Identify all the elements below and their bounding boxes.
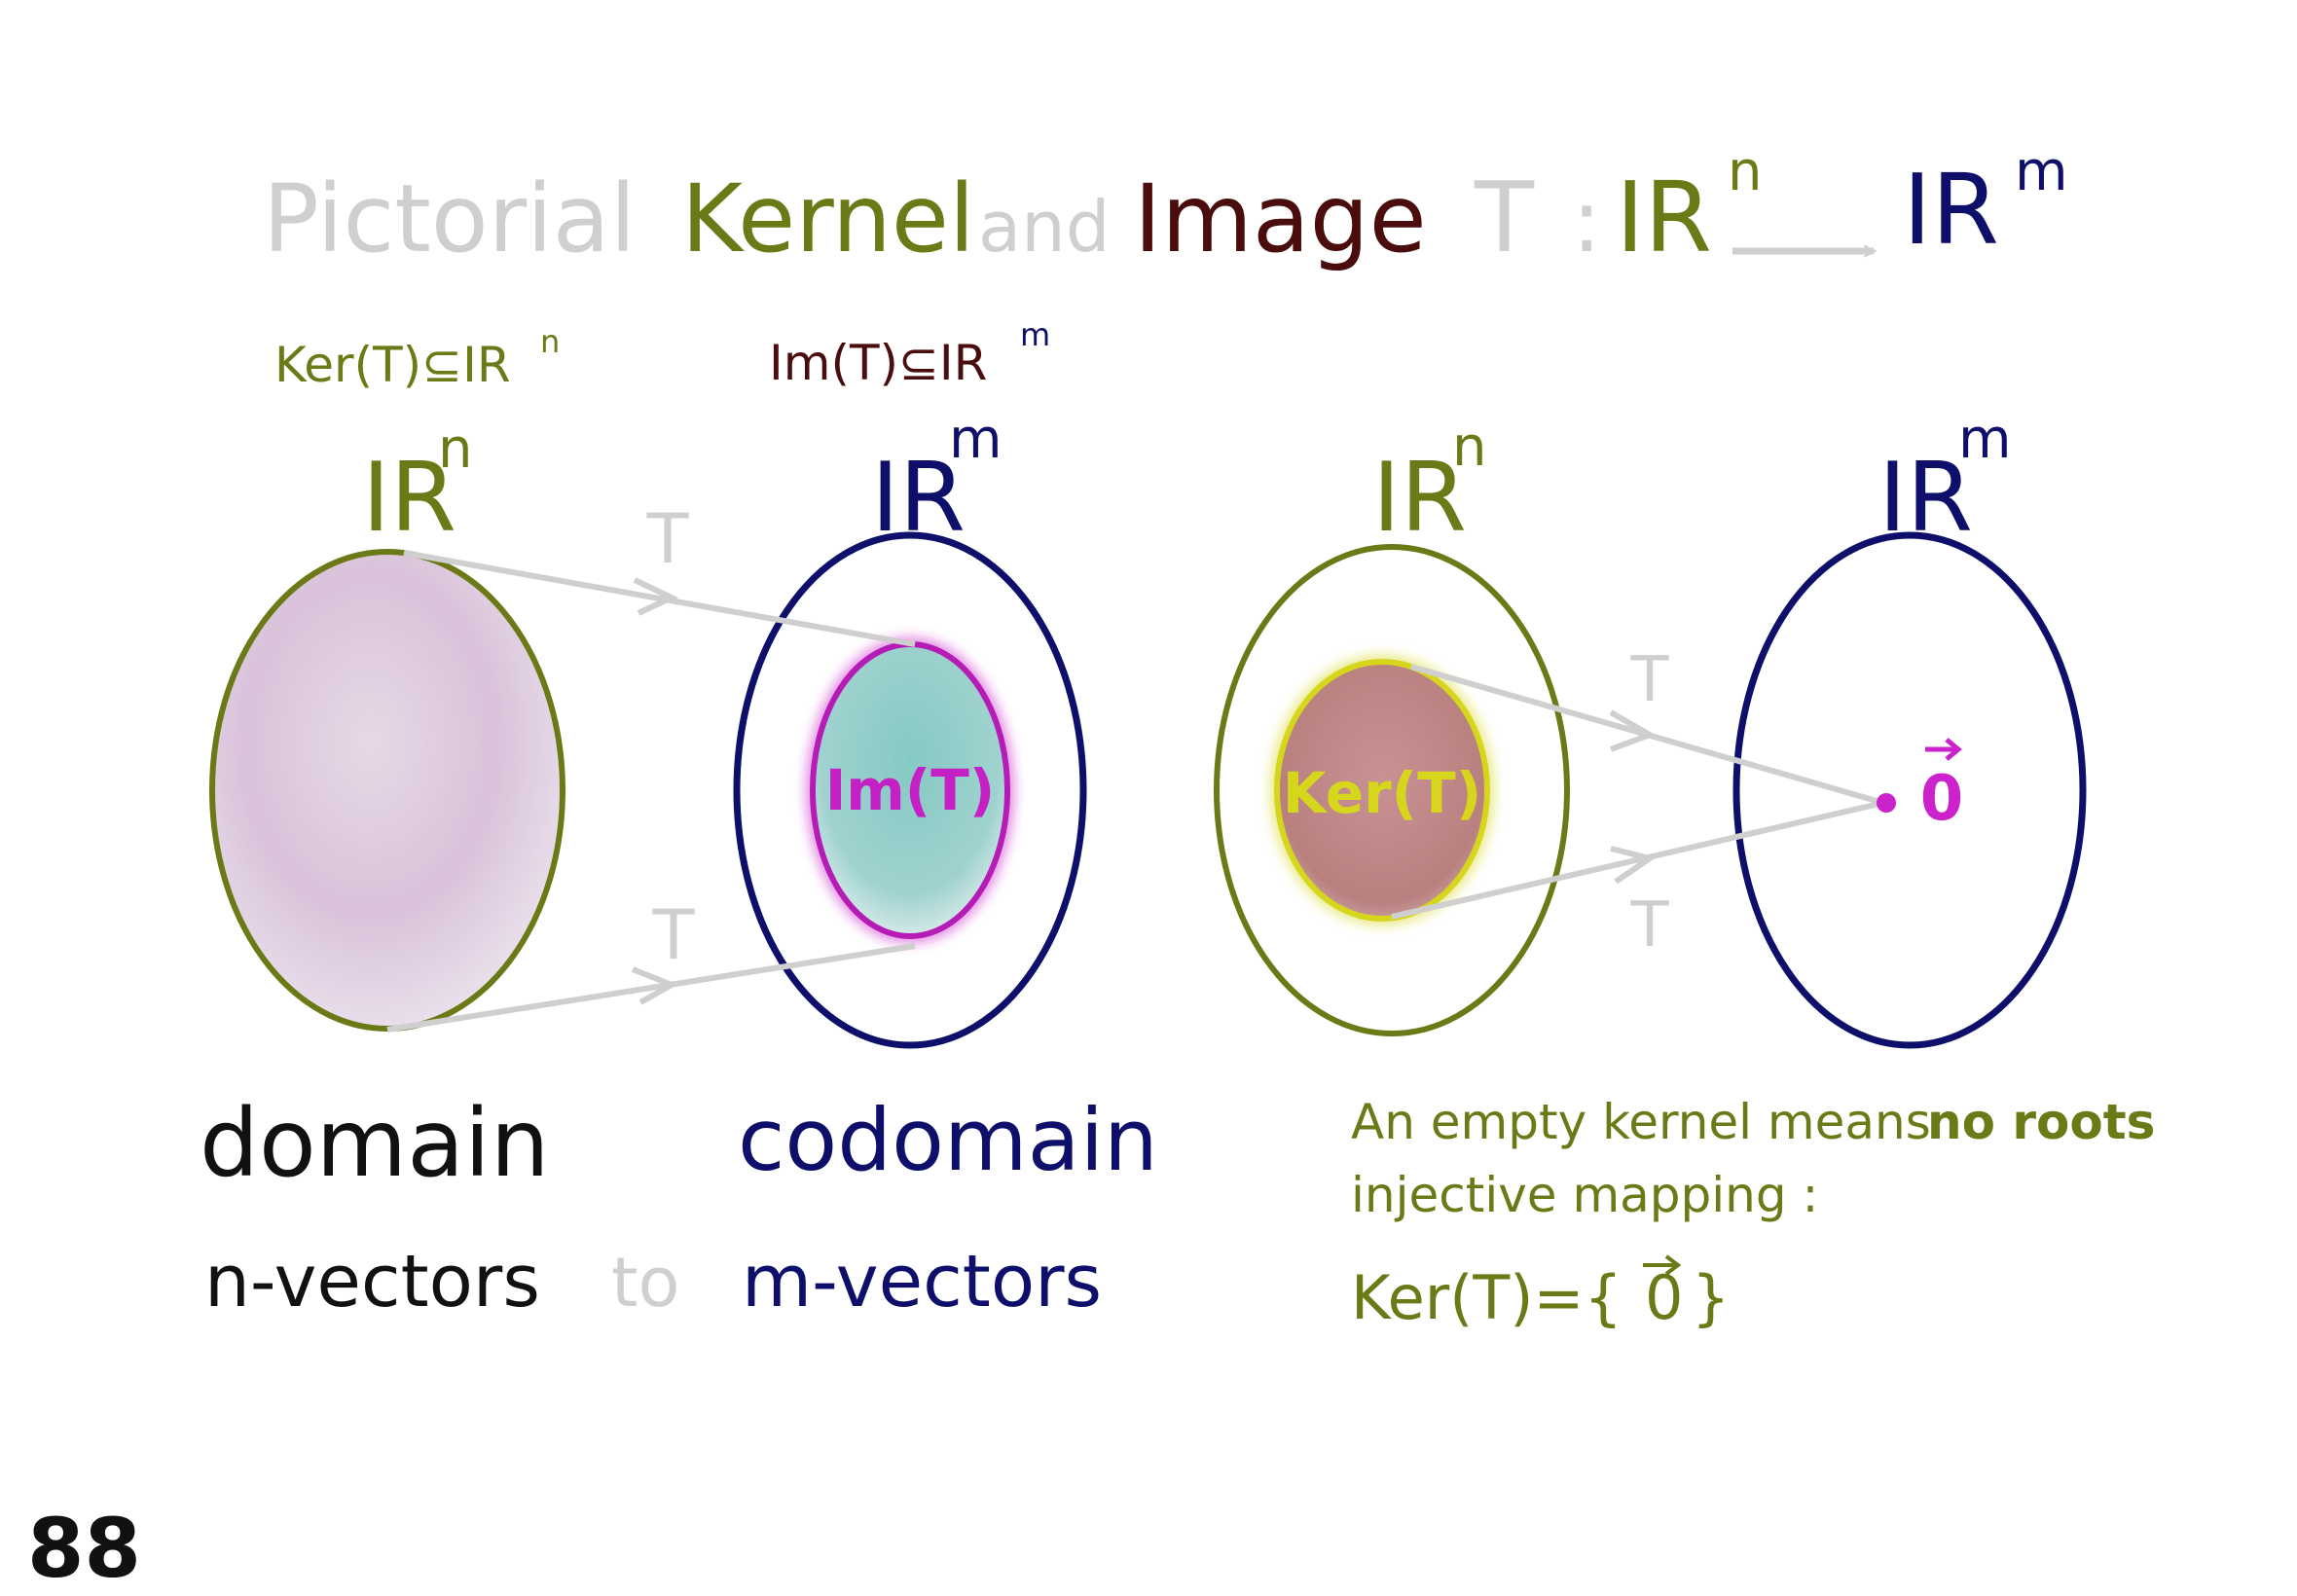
right-codomain-space-sup: m xyxy=(1958,408,2012,471)
left-diagram: Ker(T)⊆IR n Im(T)⊆IR m IR n IR m Im(T) T… xyxy=(200,316,1158,1324)
codomain-caption: codomain xyxy=(738,1090,1158,1190)
domain-space-label: IR xyxy=(362,443,456,554)
right-domain-space-label: IR xyxy=(1372,443,1467,554)
n-vectors-label: n-vectors xyxy=(204,1240,540,1324)
im-subset-sup: m xyxy=(1020,316,1050,353)
title-map-colon: : xyxy=(1572,170,1601,272)
page-number: 88 xyxy=(27,1501,141,1596)
ker-subset-sup: n xyxy=(540,323,560,360)
domain-space-sup: n xyxy=(438,417,473,481)
title-pictorial: Pictorial xyxy=(263,164,636,273)
title-codomain-sup: m xyxy=(2015,140,2068,203)
kernel-arrow-bottom xyxy=(1391,800,1884,920)
zero-vector-point xyxy=(1877,793,1896,813)
note-line1-a: An empty kernel means xyxy=(1351,1094,1931,1150)
zero-vector-label: 0 xyxy=(1920,763,1964,835)
codomain-set xyxy=(733,531,1087,1049)
title-image: Image xyxy=(1134,164,1427,273)
note-line3-zero: 0 xyxy=(1645,1262,1683,1333)
domain-set xyxy=(209,549,565,1032)
title-codomain-space: IR xyxy=(1903,153,1999,267)
kernel-arrow-top-label: T xyxy=(1629,644,1669,716)
kernel-region xyxy=(1274,659,1490,922)
to-label: to xyxy=(611,1243,679,1323)
kernel-arrow-top-head xyxy=(1609,709,1658,752)
note-line1-b: no roots xyxy=(1927,1094,2155,1150)
note-zero-arrow-icon xyxy=(1643,1254,1682,1276)
note-line2: injective mapping : xyxy=(1351,1167,1818,1223)
mapping-arrow-top xyxy=(403,550,916,647)
note-line3-b: } xyxy=(1692,1262,1730,1333)
right-diagram: IR n IR m Ker(T) T T 0 An empty kernel m… xyxy=(1214,408,2155,1333)
title-domain-space: IR xyxy=(1616,161,1712,274)
title-and: and xyxy=(978,186,1110,268)
title-domain-sup: n xyxy=(1728,140,1763,203)
mapping-arrow-top-label: T xyxy=(646,499,689,579)
domain-caption: domain xyxy=(200,1089,550,1198)
right-domain-set xyxy=(1214,544,1570,1036)
title: Pictorial Kernel and Image T : IR n IR m xyxy=(263,140,2068,274)
right-domain-space-sup: n xyxy=(1452,416,1487,479)
m-vectors-label: m-vectors xyxy=(742,1240,1102,1324)
im-subset-label: Im(T)⊆IR xyxy=(769,335,987,391)
note-line3-a: Ker(T)={ xyxy=(1351,1262,1622,1333)
codomain-space-sup: m xyxy=(949,408,1003,471)
image-region-label: Im(T) xyxy=(825,757,996,823)
mapping-arrow-bottom-head xyxy=(631,966,678,1005)
title-map-T: T xyxy=(1474,161,1535,274)
kernel-arrow-bottom-head xyxy=(1610,846,1658,885)
mapping-arrow-bottom-label: T xyxy=(652,895,695,975)
zero-vector-arrow-icon xyxy=(1925,738,1962,761)
title-kernel: Kernel xyxy=(681,164,975,273)
right-codomain-set xyxy=(1732,531,2087,1049)
mapping-arrow-top-head xyxy=(633,577,679,616)
kernel-region-label: Ker(T) xyxy=(1283,760,1481,826)
ker-subset-label: Ker(T)⊆IR xyxy=(274,337,511,393)
mapping-arrow-bottom xyxy=(386,943,916,1033)
kernel-arrow-bottom-label: T xyxy=(1629,889,1669,961)
